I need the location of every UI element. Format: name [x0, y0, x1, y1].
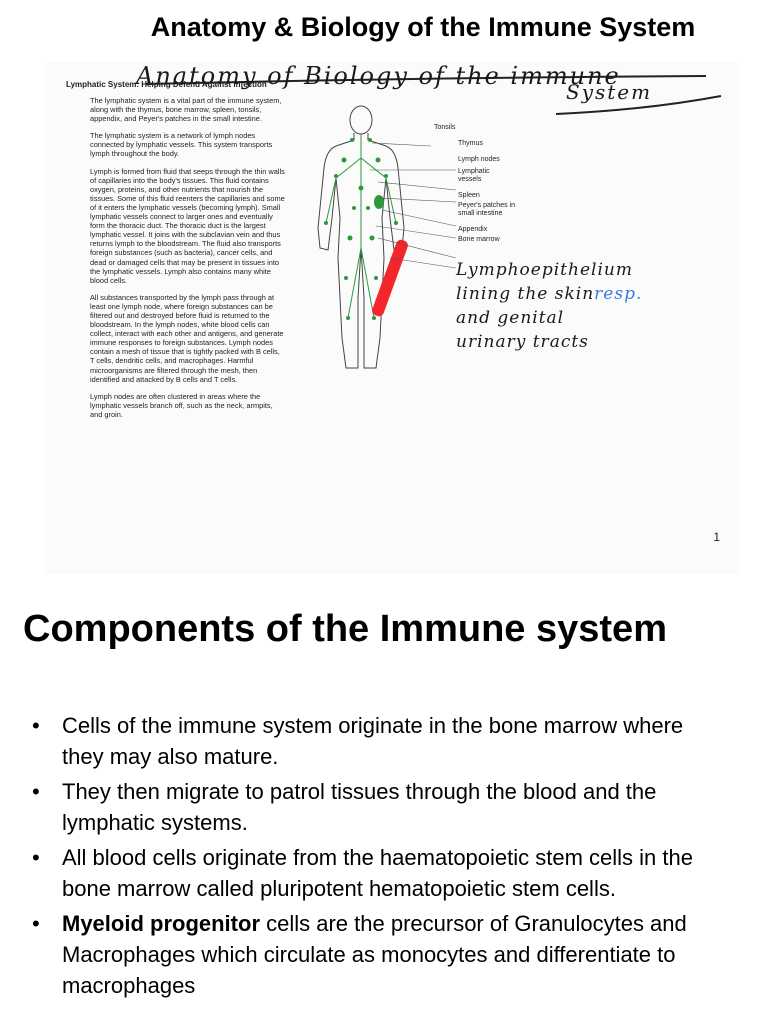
handwritten-title: Anatomy of Biology of the immune System	[106, 62, 722, 122]
figure-label-lymph-nodes: Lymph nodes	[458, 156, 500, 163]
slide2-title: Components of the Immune system	[23, 608, 667, 650]
paragraph: Lymph nodes are often clustered in areas…	[90, 391, 273, 419]
figure-label-spleen: Spleen	[458, 192, 480, 199]
paragraph: All substances transported by the lymph …	[90, 292, 284, 384]
paragraph: Lymph is formed from fluid that seeps th…	[90, 166, 285, 285]
handwritten-title-underline	[145, 75, 722, 115]
lymph-nodes-cluster	[324, 138, 398, 320]
handwritten-note-line4: urinary tracts	[456, 332, 589, 352]
page-number: 1	[713, 530, 720, 544]
figure-label-tonsils: Tonsils	[434, 124, 456, 131]
list-item: •Cells of the immune system originate in…	[30, 710, 730, 772]
figure-label-appendix: Appendix	[458, 226, 488, 233]
handwritten-note-line3: and genital	[456, 308, 565, 328]
handwritten-note-line2: lining the skinresp.	[456, 282, 746, 306]
body-outline-illustration	[317, 105, 457, 369]
bone-marrow-illustration	[372, 239, 408, 317]
lymphatic-system-figure: Tonsils Thymus Lymph nodes Lymphatic ves…	[306, 98, 546, 378]
handwritten-note-line2a: lining the skin	[456, 284, 595, 304]
handwritten-title-line1: Anatomy of Biology of the immune	[136, 62, 621, 90]
bullet-icon: •	[32, 845, 40, 870]
list-item: •They then migrate to patrol tissues thr…	[30, 776, 730, 838]
spleen-shape	[374, 195, 384, 209]
document-text-column: The lymphatic system is a vital part of …	[90, 96, 286, 427]
figure-label-bone-marrow: Bone marrow	[458, 236, 500, 243]
bullet-icon: •	[32, 713, 40, 738]
slide1-title: Anatomy & Biology of the Immune System	[150, 12, 696, 42]
bold-term: Myeloid progenitor	[62, 911, 260, 936]
handwritten-note-line1: Lymphoepithelium	[456, 260, 633, 280]
bullet-icon: •	[32, 911, 40, 936]
list-item: •All blood cells originate from the haem…	[30, 842, 730, 904]
figure-label-lymphatic-vessels: Lymphatic vessels	[458, 168, 490, 183]
handwritten-title-line2: System	[566, 80, 653, 104]
figure-label-peyers-patches: Peyer's patches in small intestine	[458, 202, 515, 217]
scanned-handout: Anatomy of Biology of the immune System …	[44, 62, 740, 574]
bullet-list: •Cells of the immune system originate in…	[30, 710, 730, 1005]
figure-label-thymus: Thymus	[458, 140, 483, 147]
handwritten-note: Lymphoepithelium lining the skinresp. an…	[456, 258, 746, 354]
list-item: •Myeloid progenitor cells are the precur…	[30, 908, 730, 1001]
paragraph: The lymphatic system is a vital part of …	[90, 96, 282, 124]
paragraph: The lymphatic system is a network of lym…	[90, 131, 273, 159]
bullet-icon: •	[32, 779, 40, 804]
document-heading: Lymphatic System: Helping Defend Against…	[66, 80, 267, 89]
handwritten-note-blue-ink: resp.	[594, 284, 643, 304]
